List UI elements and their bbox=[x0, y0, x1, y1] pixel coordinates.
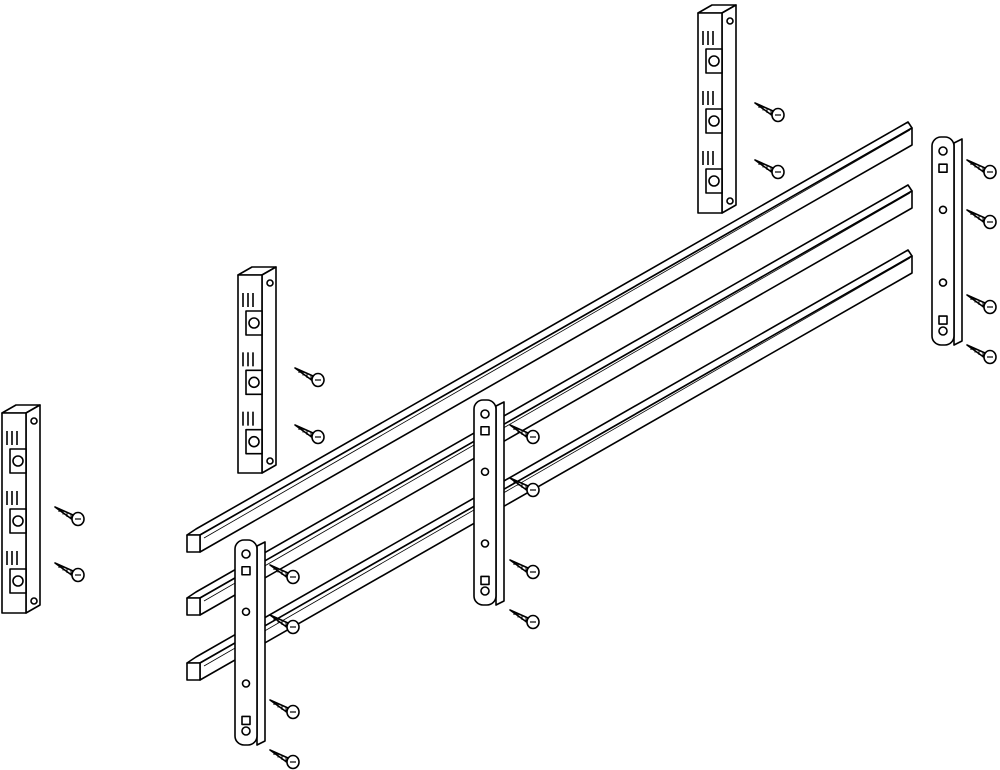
screw bbox=[966, 294, 997, 315]
busbar-end-face bbox=[186, 597, 201, 616]
screw bbox=[966, 344, 997, 365]
screw bbox=[269, 614, 300, 635]
holder-hole bbox=[12, 575, 24, 587]
strip-side bbox=[256, 541, 266, 746]
screw bbox=[509, 424, 540, 445]
screw bbox=[509, 559, 540, 580]
holder-hole bbox=[30, 417, 38, 425]
screw bbox=[269, 699, 300, 720]
screw-shaft bbox=[966, 344, 986, 359]
busbar-holder bbox=[1, 404, 41, 614]
strip-hole bbox=[480, 409, 490, 419]
screw-shaft bbox=[966, 209, 986, 224]
strip-front bbox=[473, 399, 497, 606]
screw-shaft bbox=[54, 506, 74, 521]
screw-shaft bbox=[754, 159, 774, 174]
holder-hole bbox=[248, 435, 260, 448]
strip-hole bbox=[241, 679, 251, 688]
screw-shaft bbox=[509, 559, 529, 574]
strip-hole bbox=[480, 539, 490, 548]
holder-hole bbox=[266, 279, 274, 287]
busbar bbox=[186, 184, 913, 616]
holder-hole bbox=[12, 515, 24, 527]
holder-hole bbox=[726, 197, 734, 205]
strip-slot bbox=[241, 715, 251, 726]
screw bbox=[269, 749, 300, 770]
screw-shaft bbox=[966, 294, 986, 309]
screw-shaft bbox=[754, 102, 774, 117]
busbar-edge-line bbox=[203, 129, 911, 539]
strip-hole bbox=[241, 607, 251, 617]
holder-hole bbox=[30, 597, 38, 605]
busbar-holder bbox=[697, 4, 737, 214]
screw bbox=[966, 209, 997, 230]
busbar bbox=[186, 249, 913, 681]
strip-hole bbox=[480, 467, 490, 477]
screw bbox=[754, 102, 785, 123]
holder-side bbox=[261, 266, 277, 474]
holder-hole bbox=[12, 455, 24, 467]
strip-hole bbox=[938, 278, 948, 287]
screw bbox=[269, 564, 300, 585]
holder-side bbox=[721, 4, 737, 214]
strip-hole bbox=[938, 146, 948, 156]
holder-hole bbox=[708, 115, 720, 127]
busbar-edge-line bbox=[203, 257, 911, 667]
screw bbox=[754, 159, 785, 180]
strip-hole bbox=[938, 205, 948, 215]
screw bbox=[509, 477, 540, 498]
screw-shaft bbox=[294, 424, 314, 439]
busbar-top-face bbox=[186, 249, 913, 664]
connection-strip bbox=[234, 539, 266, 746]
screw-shaft bbox=[269, 699, 289, 714]
holder-hole bbox=[708, 175, 720, 187]
busbar-end-face bbox=[186, 534, 201, 553]
strip-hole bbox=[938, 326, 948, 336]
busbar bbox=[186, 121, 913, 553]
strip-slot bbox=[480, 575, 490, 586]
busbar-side-face bbox=[199, 190, 913, 616]
strip-front bbox=[931, 136, 955, 346]
strip-slot bbox=[241, 565, 251, 576]
screw bbox=[294, 424, 325, 445]
strip-slot bbox=[938, 163, 948, 173]
strip-slot bbox=[480, 425, 490, 436]
holder-hole bbox=[248, 317, 260, 329]
screw bbox=[509, 609, 540, 630]
busbar-end-face bbox=[186, 662, 201, 681]
strip-slot bbox=[938, 315, 948, 325]
strip-hole bbox=[241, 726, 251, 736]
screw bbox=[54, 506, 85, 527]
holder-hole bbox=[248, 376, 260, 389]
screw-shaft bbox=[269, 749, 289, 764]
busbar-top-face bbox=[186, 184, 913, 599]
screw-shaft bbox=[966, 159, 986, 174]
holder-hole bbox=[726, 17, 734, 25]
screw-shaft bbox=[294, 367, 314, 382]
strip-hole bbox=[241, 549, 251, 559]
holder-hole bbox=[708, 55, 720, 67]
screw bbox=[54, 562, 85, 583]
busbar-side-face bbox=[199, 127, 913, 553]
screw-shaft bbox=[509, 609, 529, 624]
holder-hole bbox=[266, 457, 274, 465]
strip-side bbox=[953, 138, 963, 346]
connection-strip bbox=[473, 399, 505, 606]
screw bbox=[966, 159, 997, 180]
connection-strip bbox=[931, 136, 963, 346]
busbar-edge-line bbox=[203, 192, 911, 602]
screw-shaft bbox=[54, 562, 74, 577]
screw bbox=[294, 367, 325, 388]
strip-side bbox=[495, 401, 505, 606]
busbar-holder bbox=[237, 266, 277, 474]
strip-hole bbox=[480, 586, 490, 596]
strip-front bbox=[234, 539, 258, 746]
holder-side bbox=[25, 404, 41, 614]
